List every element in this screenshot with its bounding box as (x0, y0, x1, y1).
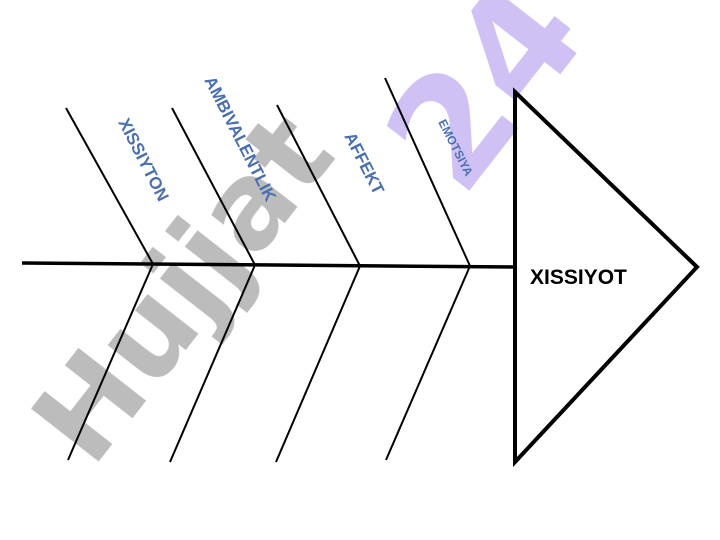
svg-text:24: 24 (353, 0, 619, 222)
upper-bone-3 (276, 104, 361, 267)
head-triangle (513, 87, 700, 468)
upper-bone-2 (171, 107, 256, 266)
lower-bone-4 (385, 265, 471, 461)
upper-bone-4 (384, 77, 471, 267)
lower-bone-3 (275, 265, 361, 463)
lower-bone-2 (169, 264, 256, 463)
svg-text:Hujjat: Hujjat (5, 87, 360, 487)
watermark-logo: Hujjat 24 (5, 0, 619, 487)
upper-bone-1 (65, 107, 154, 265)
bone-label-xissiyton: XISSIYTON (114, 115, 172, 204)
spine-line (21, 261, 516, 269)
head-label: XISSIYOT (530, 266, 627, 289)
lower-bone-1 (67, 263, 154, 461)
